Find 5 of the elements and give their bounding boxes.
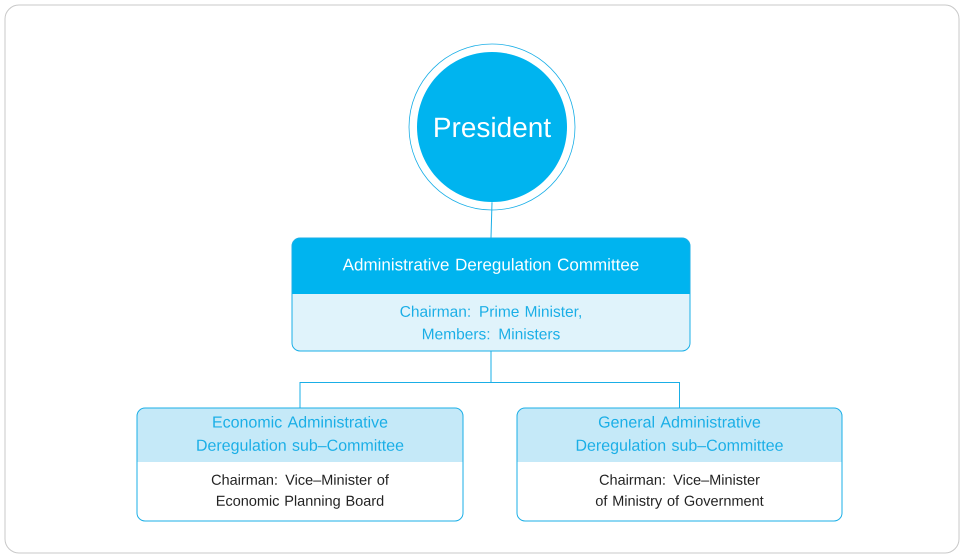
subcommittee-box: General Administrative Deregulation sub–Committee Chairman: Vice–Minister of Ministry of Government (516, 408, 842, 522)
subcommittee-box: Economic Administrative Deregulation sub–Committee Chairman: Vice–Minister of Economic Planning Board (136, 408, 464, 522)
connector-line (490, 202, 492, 238)
connector-line (490, 351, 680, 408)
committee-box: Administrative Deregulation Committee Chairman: Prime Minister, Members: Ministers (292, 238, 690, 352)
